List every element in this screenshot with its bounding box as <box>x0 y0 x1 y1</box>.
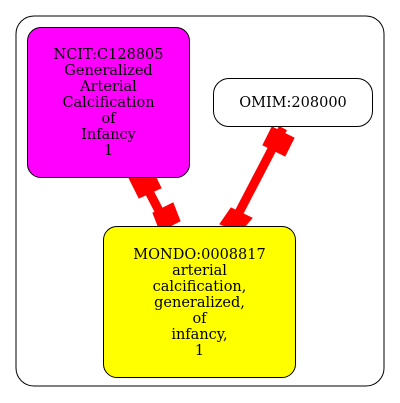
edge-omim-mondo-arrowhead-top <box>262 126 295 157</box>
node-mondo-0008817[interactable]: MONDO:0008817 arterial calcification, ge… <box>103 226 296 378</box>
node-ncit-c128805[interactable]: NCIT:C128805 Generalized Arterial Calcif… <box>27 27 190 178</box>
edge-ncit-mondo-arrowhead-bottom <box>152 202 181 232</box>
node-omim-208000[interactable]: OMIM:208000 <box>213 78 373 127</box>
